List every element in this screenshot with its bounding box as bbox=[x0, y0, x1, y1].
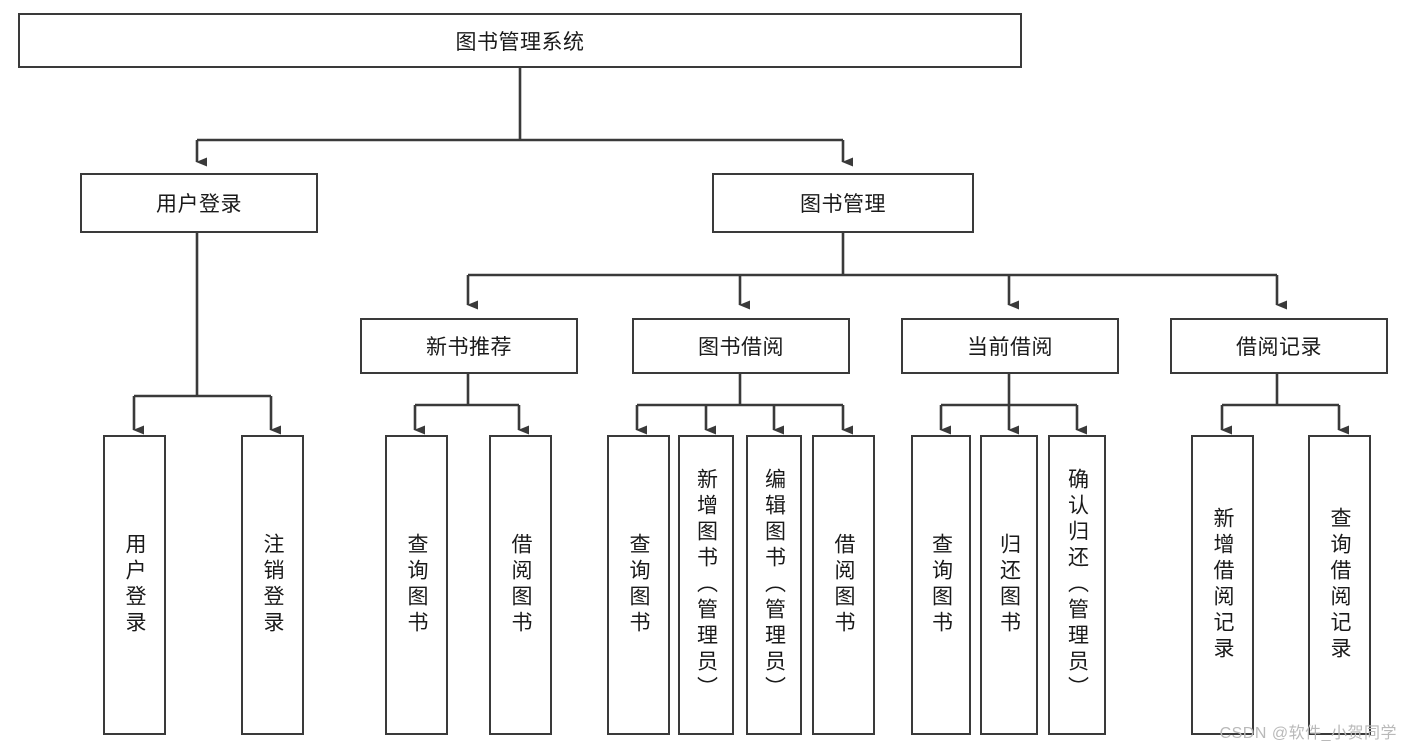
leaf-label: 查询借阅记录 bbox=[1328, 507, 1351, 663]
leaf-borrow-book-recommend[interactable]: 借阅图书 bbox=[489, 435, 552, 735]
node-book-borrow[interactable]: 图书借阅 bbox=[632, 318, 850, 374]
leaf-query-book-recommend[interactable]: 查询图书 bbox=[385, 435, 448, 735]
leaf-label: 借阅图书 bbox=[509, 533, 532, 637]
node-current-borrow[interactable]: 当前借阅 bbox=[901, 318, 1119, 374]
node-user-login[interactable]: 用户登录 bbox=[80, 173, 318, 233]
leaf-logout-login[interactable]: 注销登录 bbox=[241, 435, 304, 735]
leaf-borrow-book-borrow[interactable]: 借阅图书 bbox=[812, 435, 875, 735]
leaf-label: 归还图书 bbox=[997, 533, 1021, 637]
leaf-label: 查询图书 bbox=[929, 533, 953, 637]
leaf-return-book[interactable]: 归还图书 bbox=[980, 435, 1038, 735]
node-book-manage[interactable]: 图书管理 bbox=[712, 173, 974, 233]
leaf-label: 用户登录 bbox=[123, 533, 146, 637]
leaf-label: 查询图书 bbox=[627, 533, 650, 637]
leaf-add-borrow-record[interactable]: 新增借阅记录 bbox=[1191, 435, 1254, 735]
leaf-label: 查询图书 bbox=[405, 533, 428, 637]
node-new-book-recommend[interactable]: 新书推荐 bbox=[360, 318, 578, 374]
leaf-query-borrow-record[interactable]: 查询借阅记录 bbox=[1308, 435, 1371, 735]
leaf-user-login[interactable]: 用户登录 bbox=[103, 435, 166, 735]
leaf-confirm-return[interactable]: 确认归还（管理员） bbox=[1048, 435, 1106, 735]
leaf-label: 借阅图书 bbox=[832, 533, 855, 637]
node-root-system[interactable]: 图书管理系统 bbox=[18, 13, 1022, 68]
leaf-label: 编辑图书（管理员） bbox=[762, 468, 786, 702]
leaf-label: 新增图书（管理员） bbox=[694, 468, 718, 702]
leaf-add-book[interactable]: 新增图书（管理员） bbox=[678, 435, 734, 735]
leaf-label: 注销登录 bbox=[261, 533, 284, 637]
leaf-label: 确认归还（管理员） bbox=[1065, 468, 1089, 702]
leaf-query-book-borrow[interactable]: 查询图书 bbox=[607, 435, 670, 735]
node-borrow-record[interactable]: 借阅记录 bbox=[1170, 318, 1388, 374]
leaf-query-book-current[interactable]: 查询图书 bbox=[911, 435, 971, 735]
watermark-text: CSDN @软件_小贺同学 bbox=[1219, 725, 1397, 742]
leaf-label: 新增借阅记录 bbox=[1211, 507, 1234, 663]
leaf-edit-book[interactable]: 编辑图书（管理员） bbox=[746, 435, 802, 735]
